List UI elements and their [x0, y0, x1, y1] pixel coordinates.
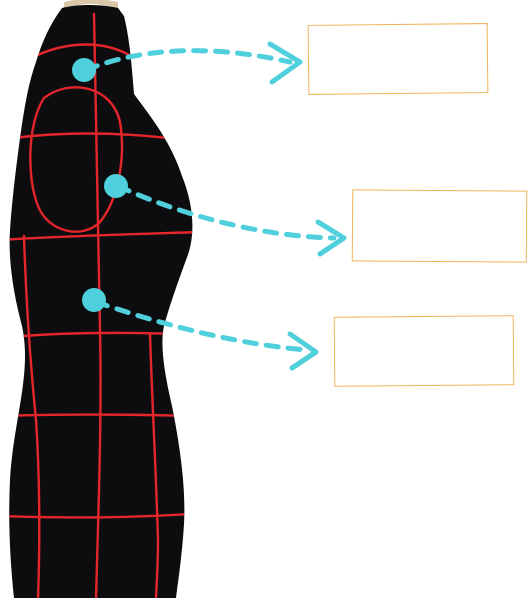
pointer-3-dot-marker [82, 288, 106, 312]
pointer-1-dot-marker [72, 58, 96, 82]
answer-box-2[interactable] [352, 189, 527, 262]
pointer-2-dot-marker [104, 174, 128, 198]
answer-box-3[interactable] [334, 315, 515, 387]
answer-box-1[interactable] [308, 23, 489, 95]
